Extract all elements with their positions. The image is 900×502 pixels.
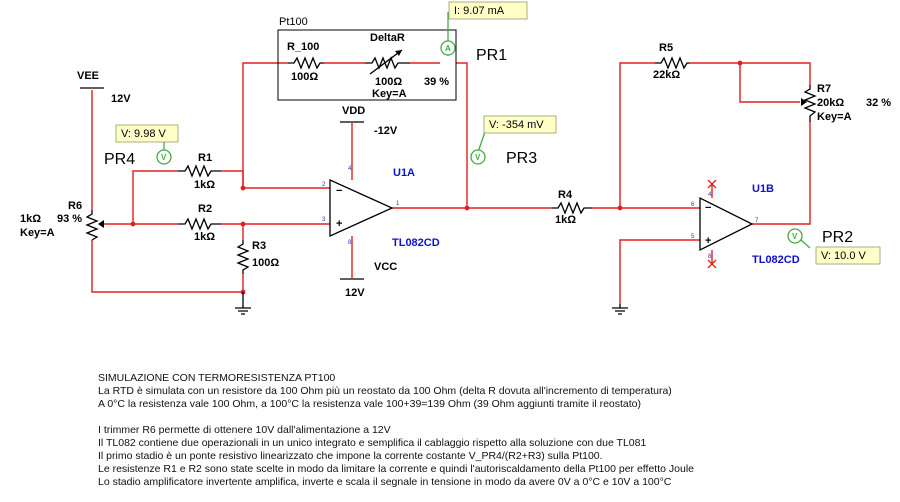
vdd-supply: VDD -12V [340, 105, 398, 137]
note-line: Lo stadio amplificatore invertente ampli… [98, 476, 672, 488]
resistor-r5: R5 22kΩ [653, 42, 690, 81]
ground-symbol [235, 304, 628, 315]
r4-name: R4 [558, 189, 573, 201]
pr2-reading: V: 10.0 V [821, 250, 867, 262]
voltmeter-glyph: V [792, 232, 798, 241]
u1a-part: TL082CD [392, 237, 440, 249]
r7-percent: 32 % [866, 97, 891, 109]
unconnected-pin-marks [707, 179, 717, 269]
pin-label: 8 [348, 240, 352, 246]
probe-pr2[interactable]: V V: 10.0 V PR2 [787, 228, 881, 265]
pr3-name: PR3 [506, 150, 537, 167]
pt100-label: Pt100 [279, 16, 308, 28]
voltmeter-icon [470, 149, 486, 165]
pr4-name: PR4 [104, 151, 135, 168]
rheostat-deltar: DeltaR 100Ω 39 % Key=A [365, 32, 449, 100]
pin-label: 7 [755, 218, 759, 224]
ammeter-icon [440, 40, 456, 56]
r5-name: R5 [659, 42, 673, 54]
r4-value: 1kΩ [555, 214, 576, 226]
trimmer-r6: R6 1kΩ 93 % Key=A [20, 200, 104, 241]
junctions [130, 60, 743, 295]
vee-label: VEE [77, 70, 99, 82]
probe-pr4[interactable]: V V: 9.98 V PR4 [104, 124, 179, 168]
voltmeter-icon [787, 228, 803, 244]
r5-value: 22kΩ [653, 69, 680, 81]
u1b-minus-sign: − [705, 202, 711, 214]
vee-value: 12V [111, 93, 131, 105]
pin-label: 5 [691, 234, 695, 240]
vcc-label: VCC [374, 261, 397, 273]
deltar-key: Key=A [372, 88, 407, 100]
pin-label: 8 [708, 254, 712, 260]
u1a-name: U1A [393, 167, 415, 179]
u1b-part: TL082CD [752, 254, 800, 266]
u1a-plus-sign: + [336, 218, 342, 230]
note-line: SIMULAZIONE CON TERMORESISTENZA PT100 [98, 372, 336, 384]
r3-value: 100Ω [252, 257, 279, 269]
pr4-reading: V: 9.98 V [121, 128, 167, 140]
note-line: Il primo stadio è un ponte resistivo lin… [98, 450, 603, 462]
voltmeter-glyph: V [475, 153, 481, 162]
description-notes: SIMULAZIONE CON TERMORESISTENZA PT100 La… [98, 372, 888, 489]
deltar-percent: 39 % [424, 76, 449, 88]
pr2-name: PR2 [822, 229, 853, 246]
pin-label: 1 [396, 201, 400, 207]
deltar-name: DeltaR [370, 32, 405, 44]
r100-value: 100Ω [291, 71, 318, 83]
vcc-supply: VCC 12V [340, 261, 397, 299]
r6-name: R6 [68, 200, 82, 212]
u1b-name: U1B [752, 183, 774, 195]
vee-supply: VEE 12V [77, 70, 131, 105]
probe-pr3[interactable]: V V: -354 mV PR3 [470, 115, 557, 167]
resistor-r3: R3 100Ω [236, 240, 279, 274]
vcc-value: 12V [345, 287, 365, 299]
pin-label: 6 [691, 202, 695, 208]
voltmeter-glyph: V [161, 153, 167, 162]
resistor-r1: R1 1kΩ [178, 152, 221, 191]
pin-label: 3 [322, 217, 326, 223]
u1a-minus-sign: − [336, 185, 342, 197]
resistor-r100: R_100 100Ω [287, 41, 324, 83]
opamp-u1b: − + 6 5 7 4 8 U1B TL082CD [691, 183, 800, 266]
note-line: I trimmer R6 permette di ottenere 10V da… [98, 424, 391, 436]
pin-label: 2 [322, 182, 326, 188]
resistor-r4: R4 1kΩ [552, 189, 592, 226]
note-line: Le resistenze R1 e R2 sono state scelte … [98, 463, 694, 475]
r2-value: 1kΩ [194, 231, 215, 243]
r6-value: 1kΩ [20, 213, 41, 225]
pt100-box [277, 29, 457, 101]
opamp-u1a: − + 2 3 1 4 8 U1A TL082CD [322, 166, 440, 249]
r100-name: R_100 [287, 41, 319, 53]
r7-value: 20kΩ [817, 97, 844, 109]
wires [91, 62, 811, 304]
voltmeter-icon [156, 149, 172, 165]
pr1-reading: I: 9.07 mA [454, 5, 505, 17]
r1-name: R1 [198, 152, 212, 164]
vdd-label: VDD [342, 105, 365, 117]
r6-percent: 93 % [57, 213, 82, 225]
pr1-name: PR1 [476, 47, 507, 64]
r6-key: Key=A [20, 227, 55, 239]
note-line [98, 411, 888, 424]
note-line: Il TL082 contiene due operazionali in un… [98, 437, 647, 449]
ammeter-glyph: A [445, 44, 451, 53]
resistor-r2: R2 1kΩ [178, 203, 221, 243]
r1-value: 1kΩ [194, 179, 215, 191]
u1b-plus-sign: + [705, 235, 711, 247]
r3-name: R3 [252, 240, 266, 252]
note-line: La RTD è simulata con un resistore da 10… [98, 385, 672, 397]
r7-key: Key=A [817, 111, 852, 123]
vdd-value: -12V [374, 125, 398, 137]
trimmer-r7: R7 20kΩ 32 % Key=A [801, 83, 891, 123]
r7-name: R7 [817, 83, 831, 95]
note-line: A 0°C la resistenza vale 100 Ohm, a 100°… [98, 398, 642, 410]
probe-pr1[interactable]: A I: 9.07 mA PR1 [440, 1, 528, 64]
deltar-value: 100Ω [375, 76, 402, 88]
pr3-reading: V: -354 mV [489, 119, 544, 131]
r2-name: R2 [198, 203, 212, 215]
pin-label: 4 [348, 166, 352, 172]
pin-label: 4 [708, 192, 712, 198]
circuit-schematic: VEE 12V VDD -12V VCC 12V Pt100 R_100 100… [20, 1, 891, 315]
